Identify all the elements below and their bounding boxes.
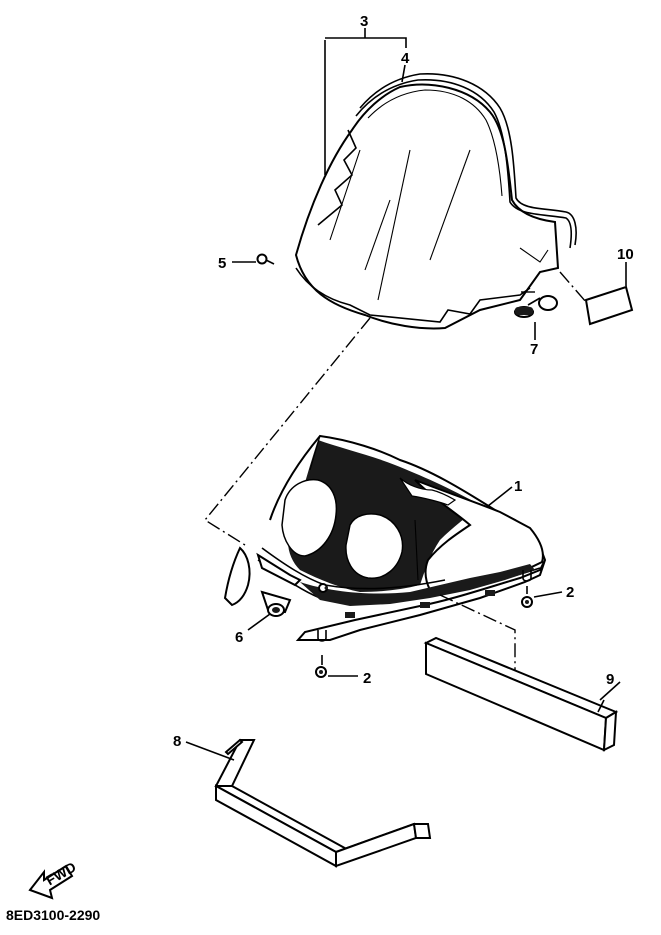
pad-part-9 [423,636,619,752]
seat-cowl-part-1 [223,434,547,642]
callout-3: 3 [360,13,368,30]
emblem-part-10 [584,262,634,326]
callout-7: 7 [530,341,538,358]
callout-5: 5 [218,255,226,272]
fwd-arrow-icon: FWD [28,859,79,900]
pad-part-8 [214,738,432,868]
leader-4 [401,64,406,83]
leader-1 [487,486,513,507]
callout-1: 1 [514,478,522,495]
bolt-part-2-right [521,586,563,608]
callout-9: 9 [606,671,614,688]
fastener-part-7 [514,295,558,340]
callout-8: 8 [173,733,181,750]
screw-part-5 [232,253,275,265]
callout-4: 4 [401,50,410,67]
bolt-part-2-lower [315,655,358,678]
leader-9 [599,681,621,701]
leader-8 [185,741,235,761]
pad-alignment-lines [439,594,516,682]
callout-10: 10 [617,246,634,263]
windshield-part-4 [294,73,577,330]
callout-6: 6 [235,629,243,646]
callout-2-right: 2 [566,584,574,601]
alignment-lines [203,271,587,546]
assembly-bracket-3 [324,28,407,175]
callout-2-lower: 2 [363,670,371,687]
grommet-part-6 [247,603,285,631]
diagram-part-code: 8ED3100-2290 [6,907,100,923]
